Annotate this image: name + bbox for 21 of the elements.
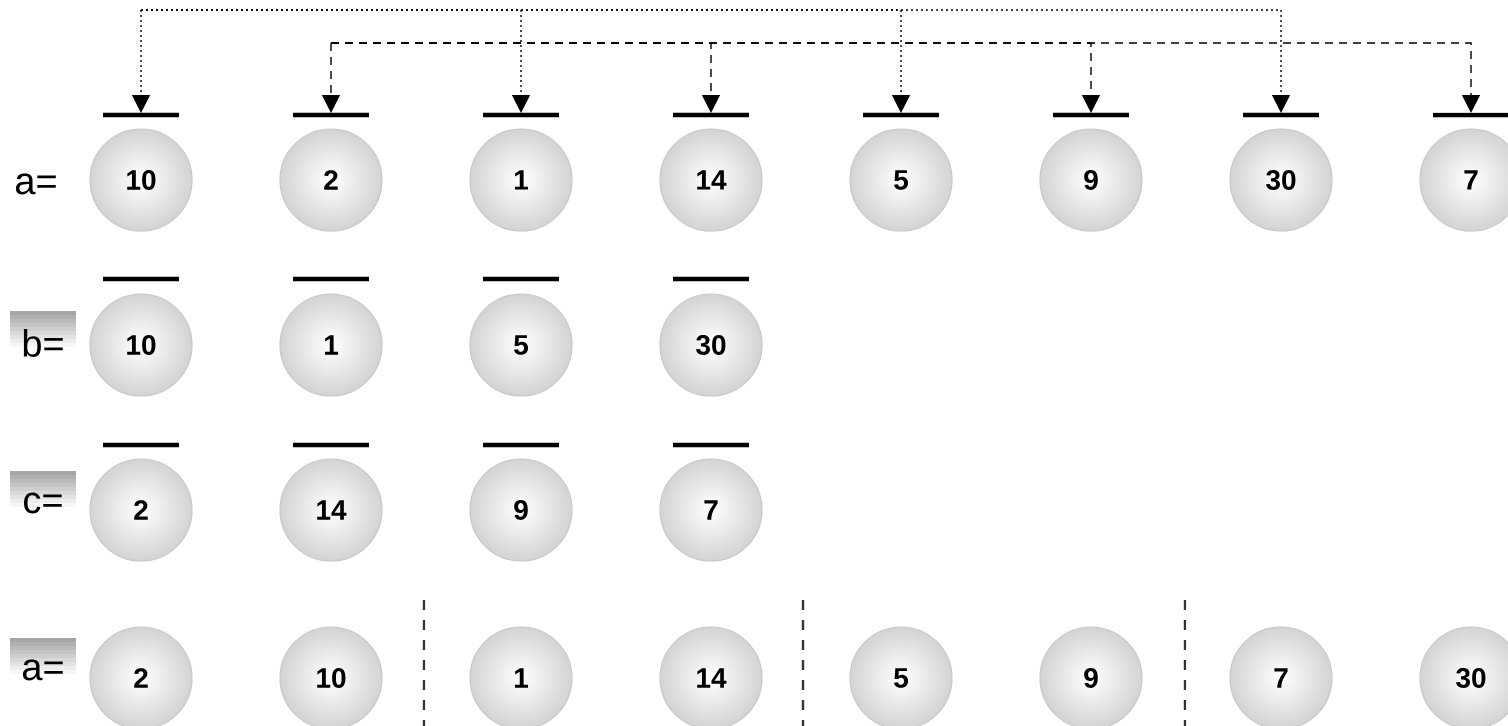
ball: 2 [89, 458, 193, 562]
ball: 30 [1229, 128, 1333, 232]
row-label: a= [10, 638, 76, 702]
row-label: b= [10, 311, 76, 375]
row-label: a= [15, 173, 56, 195]
row-label: c= [10, 471, 76, 535]
arrow [140, 9, 1291, 113]
ball: 10 [89, 128, 193, 232]
ball: 14 [279, 458, 383, 562]
ball: 1 [279, 293, 383, 397]
ball: 30 [659, 293, 763, 397]
ball: 2 [279, 128, 383, 232]
ball: 1 [469, 128, 573, 232]
ball: 10 [89, 293, 193, 397]
ball: 5 [469, 293, 573, 397]
ball: 9 [1039, 128, 1143, 232]
arrow [330, 42, 1481, 113]
ball: 5 [849, 128, 953, 232]
ball: 7 [659, 458, 763, 562]
ball: 14 [659, 128, 763, 232]
ball: 9 [469, 458, 573, 562]
